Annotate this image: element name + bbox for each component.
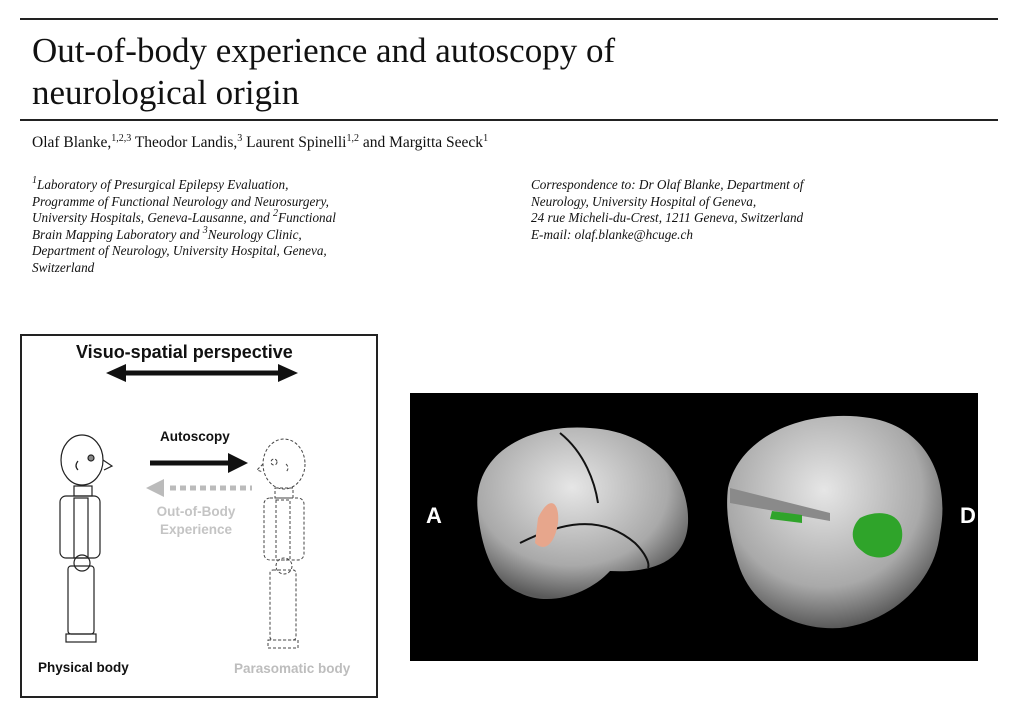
lesion-green <box>852 513 903 558</box>
title-rule <box>20 119 998 121</box>
obe-arrow-icon <box>146 479 252 497</box>
obe-label: Out-of-Body Experience <box>156 503 236 539</box>
aff-sup: 1 <box>32 175 37 186</box>
author: Theodor Landis, <box>134 134 238 151</box>
and-text: and <box>362 134 386 151</box>
author: Margitta Seeck <box>389 134 484 151</box>
author-list: Olaf Blanke,1,2,3 Theodor Landis,3 Laure… <box>32 134 488 152</box>
aff-line: Functional <box>278 210 336 226</box>
title-line-2: neurological origin <box>32 73 300 112</box>
author-sup: 1,2 <box>346 133 359 144</box>
lesion-orange <box>535 503 559 547</box>
aff-line: University Hospitals, Geneva-Lausanne, a… <box>32 210 274 226</box>
author: Olaf Blanke, <box>32 134 112 151</box>
autoscopy-arrow-icon <box>150 453 248 473</box>
brain-medial-view <box>727 415 943 629</box>
aff-line: Brain Mapping Laboratory and <box>32 226 203 242</box>
brain-graphics <box>477 415 943 629</box>
title-line-1: Out-of-body experience and autoscopy of <box>32 31 616 70</box>
physical-body-label: Physical body <box>38 660 129 675</box>
author-sup: 3 <box>237 133 243 144</box>
aff-line: Switzerland <box>32 259 95 275</box>
top-rule <box>20 18 998 20</box>
panel-label-a: A <box>426 503 442 528</box>
affiliations: 1Laboratory of Presurgical Epilepsy Eval… <box>32 175 336 277</box>
aff-sup: 3 <box>202 224 208 236</box>
figure-perspective-diagram: Visuo-spatial perspective Autoscopy Out-… <box>20 334 378 698</box>
autoscopy-label: Autoscopy <box>160 429 230 444</box>
aff-line: Neurology Clinic, <box>207 226 302 242</box>
author-sup: 1 <box>483 133 489 144</box>
figure-heading: Visuo-spatial perspective <box>76 342 293 362</box>
author: Laurent Spinelli <box>246 134 347 151</box>
parasomatic-body-figure <box>256 438 306 649</box>
obe-line-2: Experience <box>159 522 233 537</box>
double-arrow-icon <box>106 364 298 382</box>
aff-line: Laboratory of Presurgical Epilepsy Evalu… <box>37 177 289 192</box>
obe-line-1: Out-of-Body <box>156 504 236 519</box>
correspondence: Correspondence to: Dr Olaf Blanke, Depar… <box>531 177 803 243</box>
aff-line: Department of Neurology, University Hosp… <box>32 243 327 259</box>
corr-email[interactable]: E-mail: olaf.blanke@hcuge.ch <box>531 226 693 242</box>
diagram-graphics <box>59 364 306 649</box>
figure-brain-renderings: A D <box>410 393 978 661</box>
corr-line: 24 rue Micheli-du-Crest, 1211 Geneva, Sw… <box>531 210 804 226</box>
panel-label-d: D <box>960 503 976 528</box>
paper-title: Out-of-body experience and autoscopy of … <box>32 30 615 114</box>
corr-line: Correspondence to: Dr Olaf Blanke, Depar… <box>531 177 804 192</box>
physical-body-figure <box>59 434 114 643</box>
aff-line: Programme of Functional Neurology and Ne… <box>32 193 329 209</box>
parasomatic-body-label: Parasomatic body <box>234 661 351 676</box>
author-sup: 1,2,3 <box>111 133 132 144</box>
brain-lateral-view <box>477 427 689 600</box>
aff-sup: 2 <box>273 208 279 220</box>
corr-line: Neurology, University Hospital of Geneva… <box>531 193 757 209</box>
